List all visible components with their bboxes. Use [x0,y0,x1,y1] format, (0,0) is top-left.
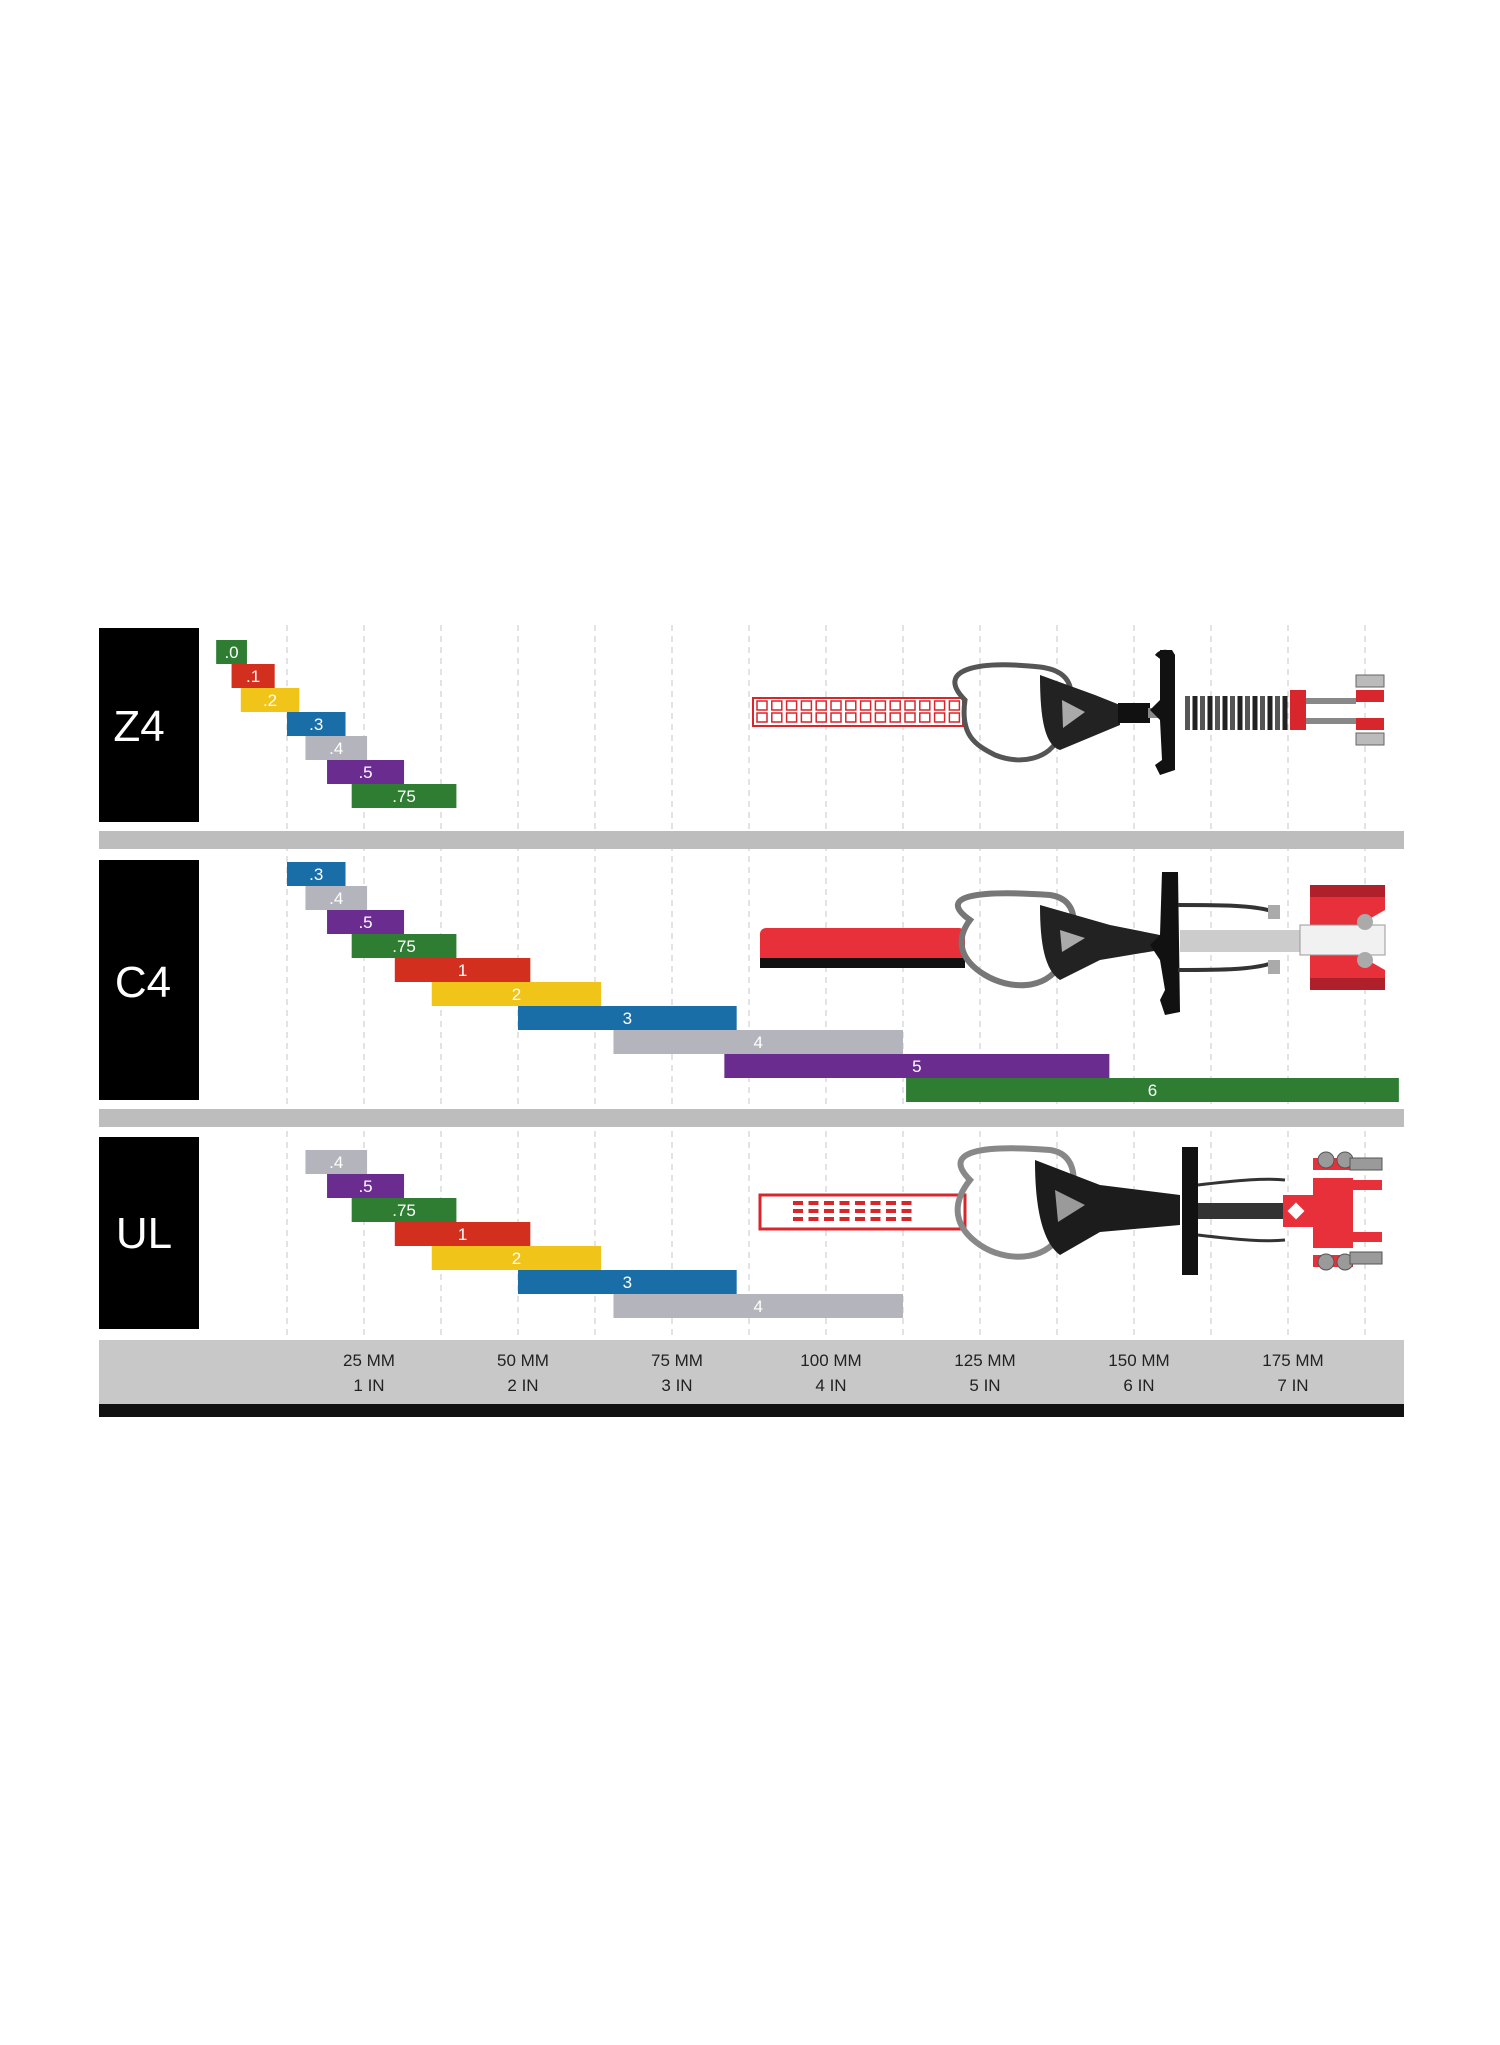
bar-label: 4 [754,1033,763,1052]
bar-c4-5 [724,1054,1110,1078]
bar-ul-3 [518,1270,737,1294]
cam-c4-icon [760,872,1386,1015]
bar-label: .4 [329,739,343,758]
sling [752,697,964,727]
tick-label-mm: 75 MM [651,1351,703,1370]
bar-label: 5 [912,1057,921,1076]
tick-label-mm: 50 MM [497,1351,549,1370]
tick-label-in: 4 IN [815,1376,846,1395]
bar-label: .5 [358,763,372,782]
group-label-box-z4 [99,628,199,822]
tick-label-in: 5 IN [969,1376,1000,1395]
bar-label: .0 [224,643,238,662]
bar-c4-p3 [287,862,346,886]
bar-label: .4 [329,889,343,908]
bar-ul-2 [431,1246,602,1270]
axis-ticks: 25 MM 1 IN 50 MM 2 IN 75 MM 3 IN 100 MM 4 IN 125… [343,1351,1324,1395]
bar-label: .5 [358,1177,372,1196]
bar-c4-1 [394,958,531,982]
bar-z4-p3 [287,712,346,736]
bar-label: .75 [392,1201,416,1220]
bar-z4-p1 [231,664,275,688]
axis-baseline [99,1404,1404,1417]
bar-z4-p0 [216,640,247,664]
bar-ul-p5 [327,1174,405,1198]
bar-label: 6 [1148,1081,1157,1100]
bar-c4-p75 [351,934,457,958]
bar-c4-6 [906,1078,1399,1102]
bar-c4-3 [518,1006,737,1030]
bar-label: .2 [263,691,277,710]
bar-z4-p4 [305,736,368,760]
separator-band [99,831,1404,849]
cam-z4-icon [752,649,1385,775]
bar-z4-p5 [327,760,405,784]
bar-ul-1 [394,1222,531,1246]
group-label-box-c4 [99,860,199,1100]
group-label-z4: Z4 [113,702,164,751]
bar-label: .4 [329,1153,343,1172]
bar-label: 2 [512,985,521,1004]
tick-label-in: 7 IN [1277,1376,1308,1395]
bar-ul-4 [613,1294,903,1318]
bar-z4-p2 [240,688,300,712]
tick-label-mm: 125 MM [954,1351,1015,1370]
bar-label: .1 [246,667,260,686]
bar-label: .75 [392,937,416,956]
bar-label: 1 [458,1225,467,1244]
bar-c4-p4 [305,886,368,910]
bar-label: 4 [754,1297,763,1316]
bar-c4-4 [613,1030,903,1054]
group-label-ul: UL [116,1209,172,1258]
tick-label-in: 1 IN [353,1376,384,1395]
tick-label-mm: 175 MM [1262,1351,1323,1370]
bar-ul-p4 [305,1150,368,1174]
bar-label: .5 [358,913,372,932]
bar-label: 1 [458,961,467,980]
bar-label: .75 [392,787,416,806]
bar-label: .3 [309,715,323,734]
bar-label: 3 [623,1273,632,1292]
group-label-c4: C4 [115,958,171,1007]
axis-band [99,1340,1404,1404]
tick-label-in: 2 IN [507,1376,538,1395]
bar-ul-p75 [351,1198,457,1222]
tick-label-in: 3 IN [661,1376,692,1395]
bars: .0 .1.2 .3 .4 .5 .75 .3 .4 .5 .75 1 2 3 4 5 6 .4 .5 .75 1 2 3… [216,640,1399,1318]
tick-label-mm: 25 MM [343,1351,395,1370]
tick-label-mm: 150 MM [1108,1351,1169,1370]
separator-band [99,1109,1404,1127]
bar-label: .3 [309,865,323,884]
bar-label: 3 [623,1009,632,1028]
bar-c4-2 [431,982,602,1006]
tick-label-mm: 100 MM [800,1351,861,1370]
bar-z4-p75 [351,784,457,808]
bar-c4-p5 [327,910,405,934]
group-label-box-ul [99,1137,199,1329]
bar-label: 2 [512,1249,521,1268]
tick-label-in: 6 IN [1123,1376,1154,1395]
cam-ul-icon [758,1145,1383,1275]
